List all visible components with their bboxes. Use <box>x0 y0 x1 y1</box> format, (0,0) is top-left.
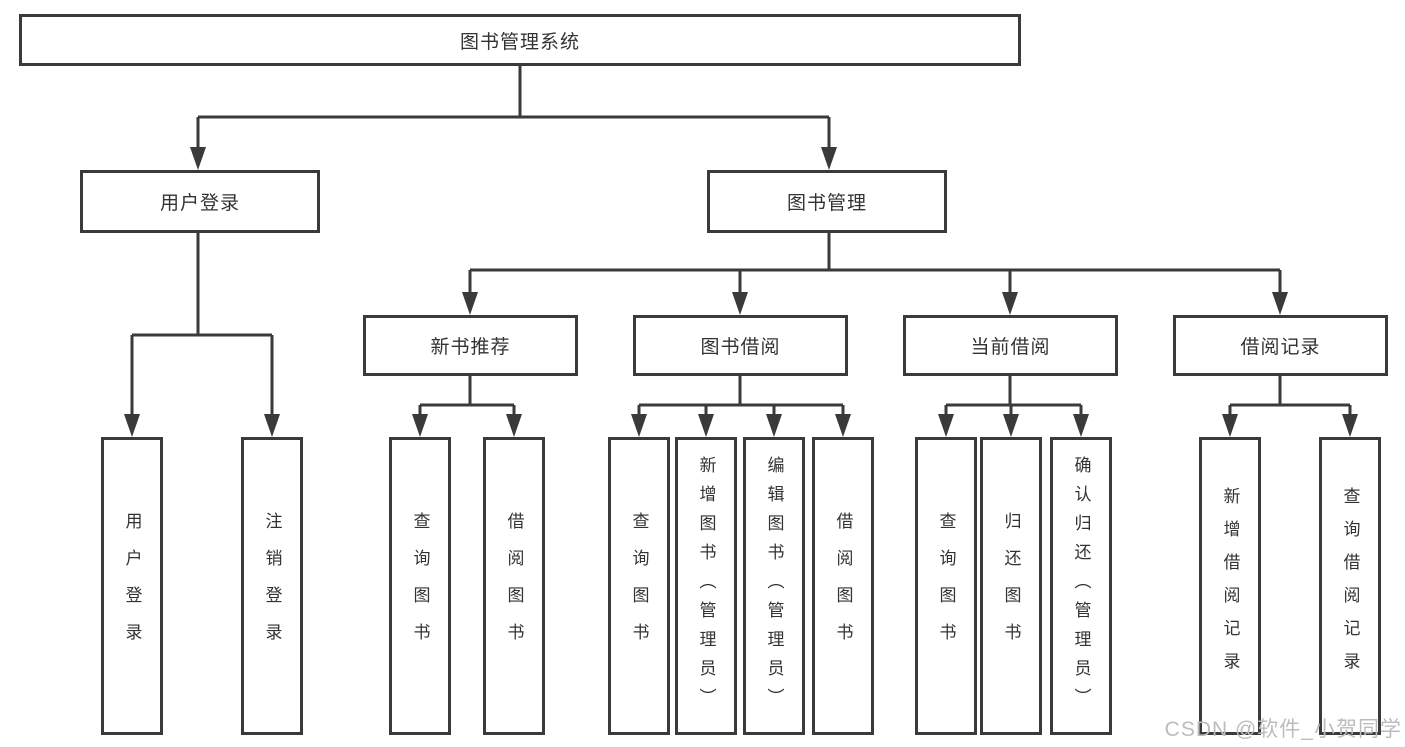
node-label: 新增借阅记录 <box>1220 487 1240 685</box>
node-label: 借阅记录 <box>1240 337 1321 358</box>
node-book-borrowing: 图书借阅 <box>633 315 848 376</box>
leaf-query-borrow-record: 查询借阅记录 <box>1319 437 1381 735</box>
node-label: 确认归还（管理员） <box>1071 455 1091 717</box>
node-label: 用户登录 <box>122 512 142 660</box>
node-label: 查询图书 <box>410 512 430 660</box>
leaf-edit-book-admin: 编辑图书（管理员） <box>743 437 805 735</box>
node-label: 图书借阅 <box>700 337 781 358</box>
node-label: 查询图书 <box>936 512 956 660</box>
node-label: 编辑图书（管理员） <box>764 455 784 717</box>
node-label: 图书管理 <box>786 193 867 214</box>
node-label: 当前借阅 <box>970 337 1051 358</box>
csdn-watermark: CSDN @软件_小贺同学 <box>1164 718 1402 741</box>
node-label: 注销登录 <box>262 512 282 660</box>
leaf-add-borrow-record: 新增借阅记录 <box>1199 437 1261 735</box>
node-user-login: 用户登录 <box>80 170 320 233</box>
node-borrowing-records: 借阅记录 <box>1173 315 1388 376</box>
leaf-query-books-current: 查询图书 <box>915 437 977 735</box>
node-new-book-recommendation: 新书推荐 <box>363 315 578 376</box>
node-book-management: 图书管理 <box>707 170 947 233</box>
leaf-confirm-return-admin: 确认归还（管理员） <box>1050 437 1112 735</box>
leaf-query-books-borrow: 查询图书 <box>608 437 670 735</box>
node-label: 借阅图书 <box>833 512 853 660</box>
node-label: 查询借阅记录 <box>1340 487 1360 685</box>
leaf-query-books-recommend: 查询图书 <box>389 437 451 735</box>
node-current-borrowing: 当前借阅 <box>903 315 1118 376</box>
leaf-return-book: 归还图书 <box>980 437 1042 735</box>
leaf-logout: 注销登录 <box>241 437 303 735</box>
leaf-user-login: 用户登录 <box>101 437 163 735</box>
node-label: 图书管理系统 <box>459 31 580 53</box>
leaf-borrow-books-recommend: 借阅图书 <box>483 437 545 735</box>
leaf-borrow-books: 借阅图书 <box>812 437 874 735</box>
node-label: 借阅图书 <box>504 512 524 660</box>
node-label: 查询图书 <box>629 512 649 660</box>
arrowheads <box>124 147 1358 437</box>
node-label: 新书推荐 <box>430 337 511 358</box>
node-root: 图书管理系统 <box>19 14 1021 66</box>
node-label: 用户登录 <box>159 193 240 214</box>
node-label: 归还图书 <box>1001 512 1021 660</box>
node-label: 新增图书（管理员） <box>696 455 716 717</box>
leaf-add-book-admin: 新增图书（管理员） <box>675 437 737 735</box>
